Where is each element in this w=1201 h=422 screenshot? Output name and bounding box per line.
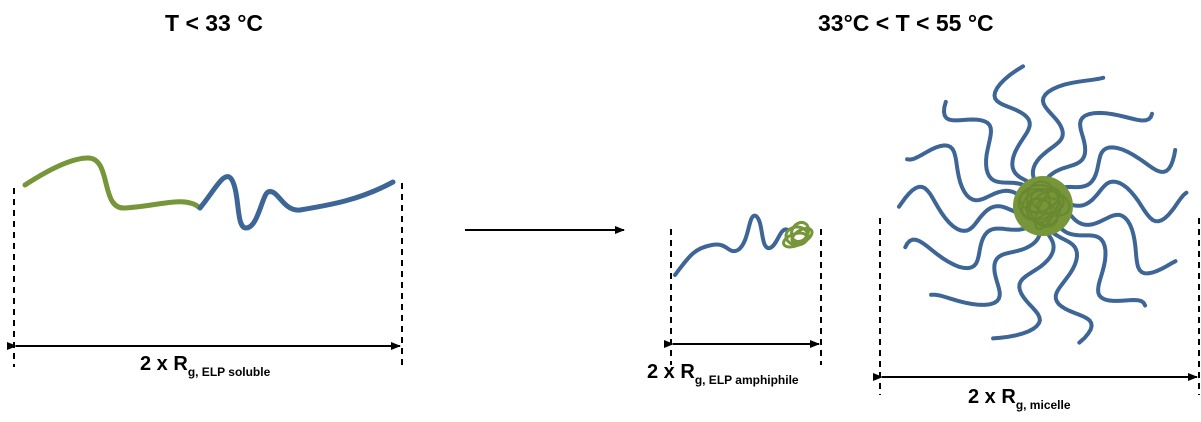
hydrophilic-block-amphiphile xyxy=(673,213,790,277)
core-coil xyxy=(1020,189,1051,221)
micelle-core xyxy=(1013,176,1073,236)
label-radius-micelle: 2 x Rg, micelle xyxy=(968,386,1071,412)
label-radius-soluble: 2 x Rg, ELP soluble xyxy=(140,353,271,379)
core-coil xyxy=(1034,187,1061,231)
micelle-arm xyxy=(941,99,1032,191)
soluble-elp-chain xyxy=(22,155,396,231)
heading-mid-temperature: 33°C < T < 55 °C xyxy=(818,10,994,36)
label-radius-amphiphile: 2 x Rg, ELP amphiphile xyxy=(647,361,799,387)
micelle-arm xyxy=(903,222,1035,271)
micelle-arm xyxy=(897,184,1025,233)
soluble-dimension-marker xyxy=(7,183,403,367)
micelle-arm xyxy=(1045,225,1094,345)
micelle-arm xyxy=(1062,179,1189,224)
hydrophobic-block-stretched xyxy=(22,155,203,211)
micelle-arm xyxy=(1062,207,1178,276)
hydrophobic-coil-amphiphile xyxy=(782,220,814,249)
micelle-arm xyxy=(992,64,1037,188)
amphiphile-dimension-marker xyxy=(664,229,822,365)
micelle-arm xyxy=(1030,75,1106,188)
micelle-corona xyxy=(897,64,1189,345)
micelle-arm xyxy=(991,225,1056,341)
micelle-arm xyxy=(929,225,1043,307)
amphiphile-elp-chain xyxy=(673,213,814,277)
micelle-dimension-marker xyxy=(873,218,1200,395)
micelle-arm xyxy=(1055,220,1148,308)
micelle-arm xyxy=(1054,145,1178,191)
micelle-arm xyxy=(905,143,1025,203)
micelle-arm xyxy=(1042,110,1154,187)
heading-low-temperature: T < 33 °C xyxy=(165,10,264,36)
core-coil xyxy=(1026,197,1053,224)
hydrophilic-block-stretched xyxy=(197,174,396,231)
